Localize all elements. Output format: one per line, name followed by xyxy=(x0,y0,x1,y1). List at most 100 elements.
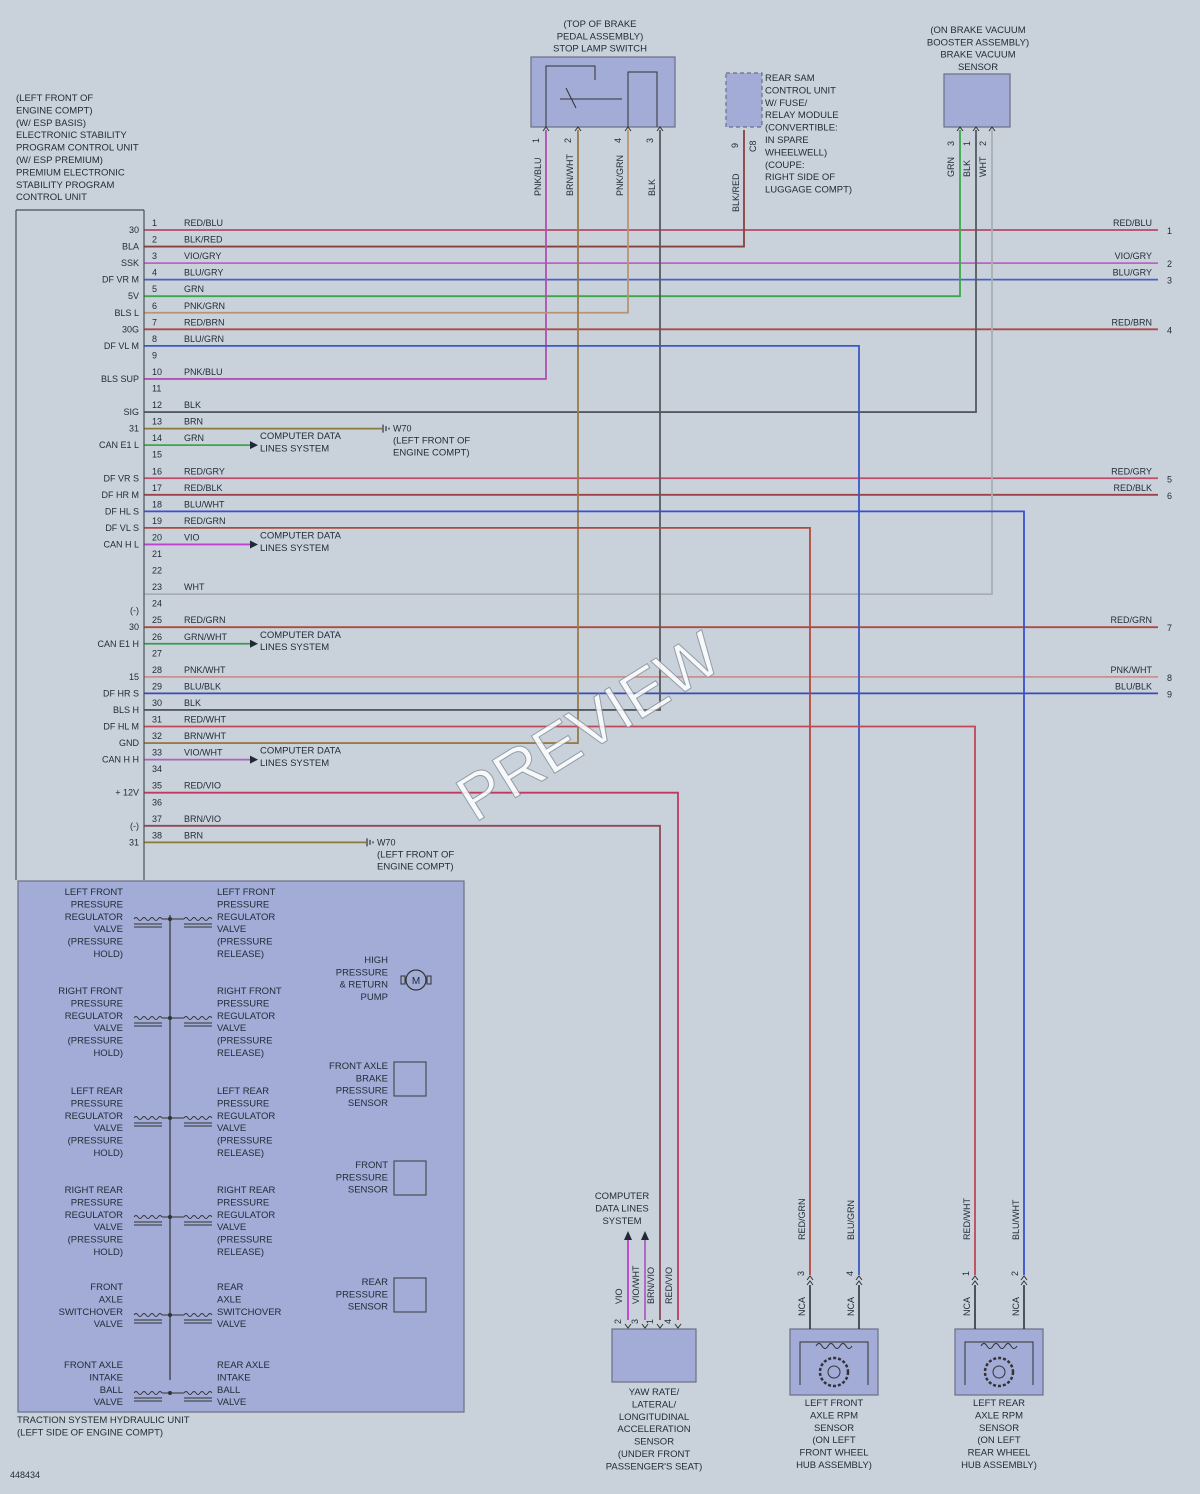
data-lines-label: LINES SYSTEM xyxy=(260,443,329,454)
left-rear-rpm-sensor-label: SENSOR xyxy=(979,1423,1019,1434)
wire-pin-12 xyxy=(144,130,977,413)
wire-color-label: BRN xyxy=(184,830,203,840)
pin-signal: DF VR S xyxy=(103,473,139,483)
pin-number: 3 xyxy=(152,251,157,261)
right-valve-label: REGULATOR xyxy=(217,912,275,923)
pin-signal: 31 xyxy=(129,837,139,847)
pump-label: PRESSURE xyxy=(336,967,388,978)
ecu-label: (W/ ESP PREMIUM) xyxy=(16,155,103,166)
connector-pin: 3 xyxy=(796,1271,806,1276)
pressure-sensor-label: PRESSURE xyxy=(336,1086,388,1097)
pin-number: 26 xyxy=(152,632,162,642)
nca-label: NCA xyxy=(962,1297,972,1316)
left-front-rpm-sensor-label: HUB ASSEMBLY) xyxy=(796,1460,872,1471)
wire-pin-35 xyxy=(144,791,679,1320)
pin-signal: DF HR S xyxy=(103,688,139,698)
wire-color-label: PNK/BLU xyxy=(184,367,223,377)
sam-label: IN SPARE xyxy=(765,135,809,146)
vertical-wire-label: PNK/BLU xyxy=(533,157,543,196)
pin-signal: SSK xyxy=(121,258,139,268)
yaw-sensor-label: (UNDER FRONT xyxy=(618,1449,690,1460)
pressure-sensor-label: SENSOR xyxy=(348,1302,388,1313)
right-valve-label: BALL xyxy=(217,1385,240,1396)
pin-signal: SIG xyxy=(123,407,139,417)
pump-label: PUMP xyxy=(361,992,388,1003)
vertical-wire-label: VIO/WHT xyxy=(631,1265,641,1304)
right-valve-label: REAR AXLE xyxy=(217,1360,270,1371)
pump-label: HIGH xyxy=(364,955,388,966)
left-front-rpm-sensor-hub xyxy=(827,1365,841,1379)
yaw-data-lines-label: SYSTEM xyxy=(602,1216,641,1227)
ground-id: W70 xyxy=(377,837,396,847)
data-line-arrow xyxy=(250,441,258,450)
connector-pin: 1 xyxy=(645,1319,655,1324)
wire-color-label: BRN/VIO xyxy=(184,814,221,824)
wire-color-label: BLK xyxy=(184,698,201,708)
wire-color-label: RED/WHT xyxy=(184,715,226,725)
sam-label: (COUPE: xyxy=(765,160,805,171)
left-valve-label: FRONT AXLE xyxy=(64,1360,123,1371)
yaw-sensor-label: PASSENGER'S SEAT) xyxy=(606,1461,702,1472)
left-front-rpm-sensor-label: LEFT FRONT xyxy=(805,1398,864,1409)
left-valve-label: INTAKE xyxy=(89,1372,123,1383)
pin-number: 4 xyxy=(152,268,157,278)
left-front-rpm-sensor-label: AXLE RPM xyxy=(810,1410,858,1421)
wire-color-label: GRN xyxy=(184,284,204,294)
data-line-arrow xyxy=(250,639,258,648)
junction-dot xyxy=(168,917,172,921)
pin-signal: DF HR M xyxy=(102,490,140,500)
vertical-wire-label: BLK xyxy=(647,179,657,196)
wire-pin-2 xyxy=(144,130,745,248)
wire-color-label: RED/GRN xyxy=(184,615,226,625)
connector-terminal xyxy=(656,1323,664,1329)
valve-coil-symbol xyxy=(183,917,213,928)
right-wire-label: VIO/GRY xyxy=(1115,251,1152,261)
left-valve-label: VALVE xyxy=(94,1023,123,1034)
left-valve-label: PRESSURE xyxy=(71,1197,123,1208)
pin-signal: BLA xyxy=(122,242,139,252)
right-valve-label: VALVE xyxy=(217,1319,246,1330)
data-line-arrow xyxy=(250,540,258,549)
ecu-label: PROGRAM CONTROL UNIT xyxy=(16,143,139,154)
pin-number: 23 xyxy=(152,582,162,592)
pump-label: & RETURN xyxy=(339,980,388,991)
pressure-sensor-label: SENSOR xyxy=(348,1098,388,1109)
right-connector-number: 3 xyxy=(1167,276,1172,286)
pin-number: 6 xyxy=(152,301,157,311)
sam-label: WHEELWELL) xyxy=(765,147,827,158)
brake-vacuum-sensor xyxy=(943,73,1011,128)
connector-terminal xyxy=(972,126,980,132)
connector-pin: 2 xyxy=(563,138,573,143)
left-valve-label: SWITCHOVER xyxy=(59,1307,124,1318)
left-valve-label: REGULATOR xyxy=(65,1111,123,1122)
connector-pin: 1 xyxy=(531,138,541,143)
stop-lamp-label: (TOP OF BRAKE xyxy=(563,19,636,30)
valve-coil-symbol xyxy=(133,1116,163,1127)
ecu-label: PREMIUM ELECTRONIC xyxy=(16,167,125,178)
right-valve-label: (PRESSURE xyxy=(217,937,272,948)
left-valve-label: FRONT xyxy=(90,1282,123,1293)
vertical-wire-label: BLK/RED xyxy=(731,173,741,212)
left-rear-rpm-sensor-label: LEFT REAR xyxy=(973,1398,1025,1409)
junction-dot xyxy=(168,1215,172,1219)
pin-signal: 30G xyxy=(122,324,139,334)
ecu-label: CONTROL UNIT xyxy=(16,192,87,203)
connector-id: C8 xyxy=(748,140,758,152)
wire-pin-37 xyxy=(144,824,661,1320)
right-wire-label: RED/BLU xyxy=(1113,218,1152,228)
connector-terminal xyxy=(956,126,964,132)
yaw-sensor-label: YAW RATE/ xyxy=(629,1387,680,1398)
nca-label: NCA xyxy=(797,1297,807,1316)
sam-label: RIGHT SIDE OF xyxy=(765,172,835,183)
wire-color-label: WHT xyxy=(184,582,205,592)
wire-pin-10 xyxy=(144,130,547,380)
data-lines-label: LINES SYSTEM xyxy=(260,543,329,554)
left-valve-label: (PRESSURE xyxy=(68,1136,123,1147)
vertical-wire-label: RED/GRN xyxy=(797,1198,807,1240)
left-rear-rpm-sensor-hub xyxy=(992,1365,1006,1379)
right-valve-label: RIGHT FRONT xyxy=(217,986,282,997)
wire-pin-19 xyxy=(144,527,811,1275)
junction-dot xyxy=(168,1313,172,1317)
pin-number: 18 xyxy=(152,499,162,509)
